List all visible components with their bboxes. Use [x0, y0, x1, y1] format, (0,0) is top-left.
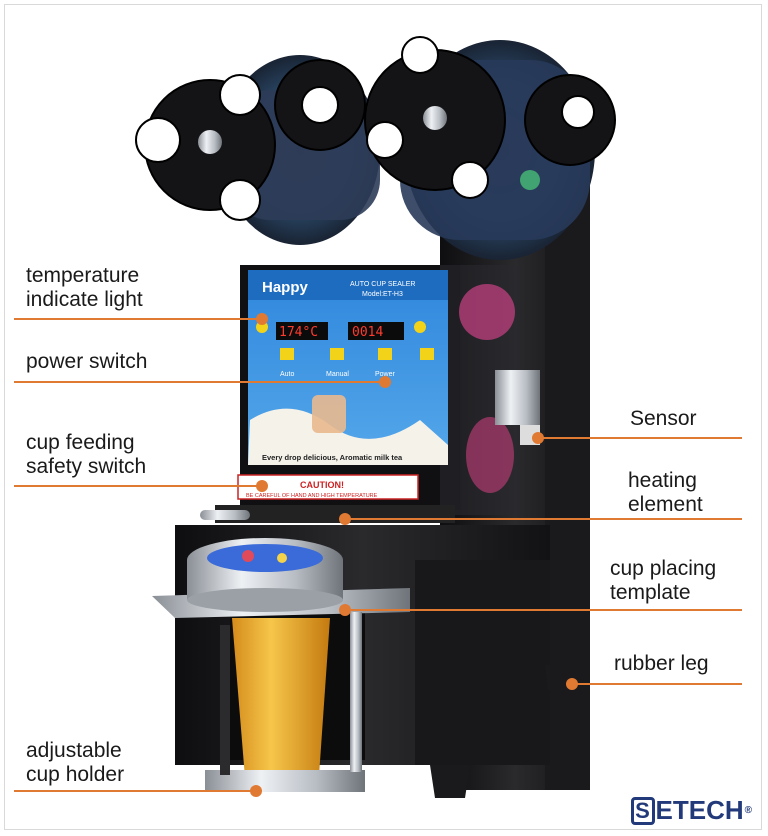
logo-registered-mark: ®	[744, 805, 752, 816]
manual-label: Manual	[326, 371, 349, 378]
leader-dot	[566, 678, 578, 690]
leader-dot	[532, 432, 544, 444]
callout-text: heating	[628, 469, 697, 492]
callout-text: cup holder	[26, 763, 125, 786]
leader-line	[345, 518, 742, 520]
callout-text: Sensor	[630, 407, 697, 430]
spool-knob-right	[423, 106, 447, 130]
callout-rubber-leg: rubber leg	[614, 652, 709, 676]
callout-text: element	[628, 493, 703, 516]
leader-dot	[256, 313, 268, 325]
callout-temperature-indicate-light: temperature indicate light	[26, 264, 143, 312]
callout-cup-placing-template: cup placing template	[610, 557, 716, 605]
panel-slogan: Every drop delicious, Aromatic milk tea	[262, 453, 403, 462]
temperature-readout: 174°C	[279, 325, 318, 340]
leader-line	[14, 318, 260, 320]
power-label: Power	[375, 371, 396, 378]
leader-line	[345, 609, 742, 611]
callout-heating-element: heating element	[628, 469, 703, 517]
spool-knob-left	[198, 130, 222, 154]
callout-text: safety switch	[26, 455, 147, 478]
counter-display	[348, 322, 404, 340]
sealed-lid-print	[207, 544, 323, 572]
callout-text: cup placing	[610, 557, 717, 580]
leader-line	[572, 683, 742, 685]
callout-cup-feeding-safety-switch: cup feeding safety switch	[26, 431, 146, 479]
caution-title: CAUTION!	[300, 480, 344, 490]
leader-dot	[339, 513, 351, 525]
image-frame	[4, 4, 762, 830]
logo-s-mark: S	[630, 796, 655, 825]
leader-line	[14, 790, 254, 792]
callout-text: indicate light	[26, 288, 143, 311]
adjustable-cup-holder	[205, 770, 365, 792]
counter-readout: 0014	[352, 325, 383, 340]
callout-text: rubber leg	[614, 652, 709, 675]
callout-power-switch: power switch	[26, 350, 147, 374]
leader-dot	[256, 480, 268, 492]
callout-text: template	[610, 581, 691, 604]
milk-splash	[248, 408, 448, 465]
leader-line	[14, 485, 260, 487]
leader-dot	[250, 785, 262, 797]
sealing-head	[215, 505, 455, 523]
logo-wordmark: ETECH	[655, 795, 744, 825]
caution-label	[237, 474, 419, 500]
setech-logo: S ETECH ®	[630, 795, 752, 826]
callout-text: power switch	[26, 350, 148, 373]
manual-key	[330, 348, 344, 360]
leader-line	[538, 437, 742, 439]
milk-tea-cup	[232, 618, 330, 790]
panel-brand: Happy	[262, 279, 309, 296]
panel-model: Model:ET-H3	[362, 291, 403, 298]
temperature-display	[276, 322, 328, 340]
callout-sensor: Sensor	[630, 407, 697, 431]
sensor-bracket	[495, 370, 540, 425]
auto-label: Auto	[280, 371, 295, 378]
caution-subtitle: BE CAREFUL OF HAND AND HIGH TEMPERATURE	[246, 493, 378, 499]
leader-dot	[339, 604, 351, 616]
spool-hub-left	[135, 59, 366, 221]
power-key	[378, 348, 392, 360]
panel-title: AUTO CUP SEALER	[350, 281, 416, 288]
callout-text: temperature	[26, 264, 140, 287]
callout-text: adjustable	[26, 739, 122, 762]
callout-adjustable-cup-holder: adjustable cup holder	[26, 739, 124, 787]
leader-line	[14, 381, 384, 383]
callout-text: cup feeding	[26, 431, 135, 454]
leader-dot	[379, 376, 391, 388]
auto-key	[280, 348, 294, 360]
rubber-leg-front	[430, 765, 470, 798]
